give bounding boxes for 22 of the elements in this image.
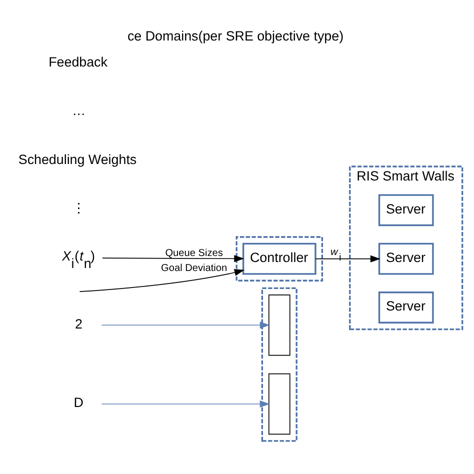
arrow xyxy=(102,255,244,262)
label: Feedback xyxy=(48,54,108,70)
node-box: Controller xyxy=(242,242,316,275)
edge-label: Queue Sizes xyxy=(165,248,223,259)
label: … xyxy=(72,103,86,118)
arrow xyxy=(79,269,244,292)
label: ⋮ xyxy=(72,200,86,216)
node-text: 2 xyxy=(75,316,83,332)
node-text: D xyxy=(74,395,84,410)
node-box: Server xyxy=(378,242,434,275)
arrow xyxy=(101,400,270,408)
cluster xyxy=(236,236,324,282)
arrow xyxy=(101,322,270,329)
cluster xyxy=(261,287,298,442)
arrow xyxy=(315,255,380,262)
diagram-title: ce Domains(per SRE objective type) xyxy=(127,28,344,44)
node-box: Server xyxy=(378,292,434,324)
node-box: Server xyxy=(378,194,434,226)
edge-label: Goal Deviation xyxy=(161,263,228,274)
node-box xyxy=(268,294,290,356)
node-box xyxy=(268,373,290,435)
label: Scheduling Weights xyxy=(18,152,137,167)
